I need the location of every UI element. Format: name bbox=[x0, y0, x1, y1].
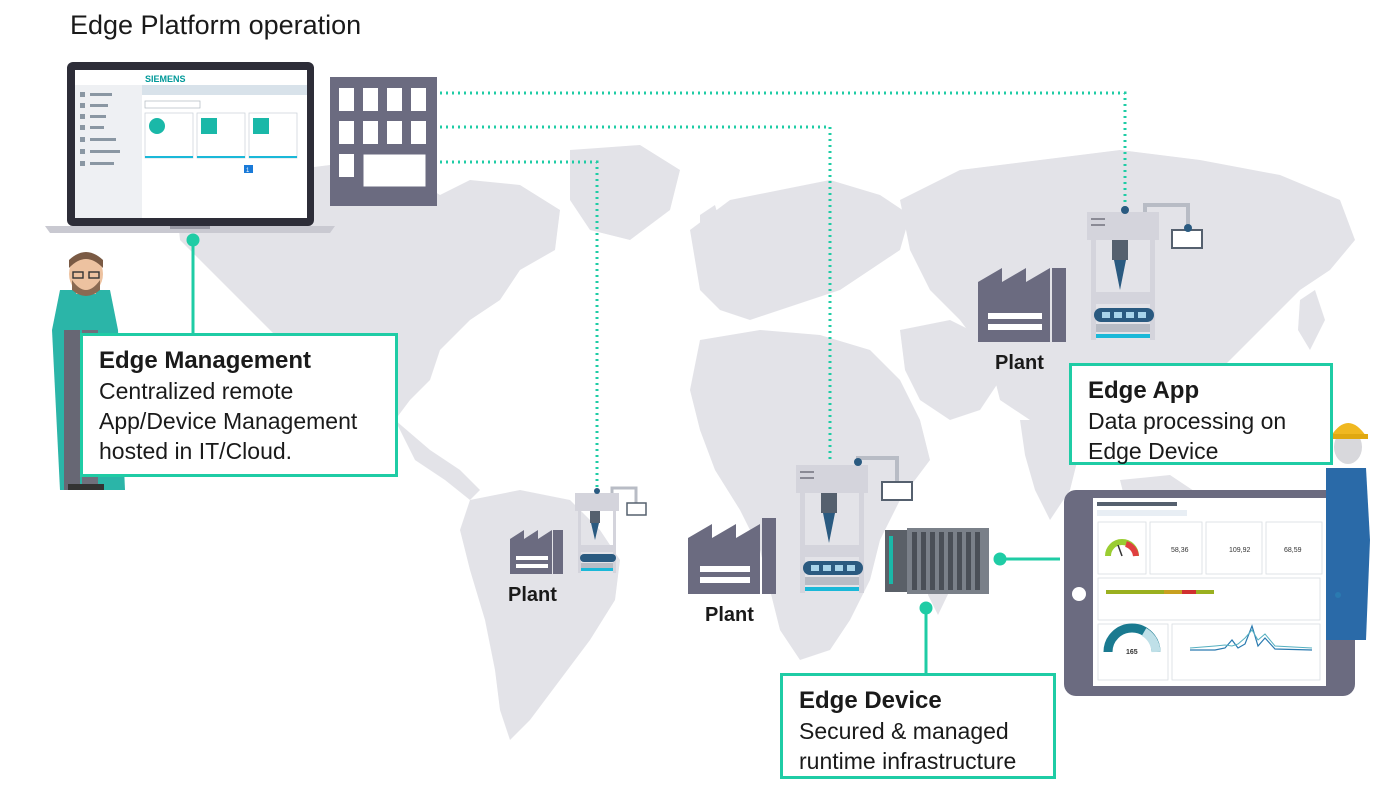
s7-connector-icon bbox=[253, 118, 269, 134]
cloud-connector-icon bbox=[201, 118, 217, 134]
edge-management-line: hosted in IT/Cloud. bbox=[99, 438, 293, 464]
solid-connectors bbox=[186, 233, 1060, 673]
connection-lines bbox=[440, 91, 1127, 490]
edge-app-title: Edge App bbox=[1088, 377, 1200, 404]
edge-management-callout: Edge Management Centralized remote App/D… bbox=[80, 333, 398, 477]
kpi-value-2: 109,92 bbox=[1229, 547, 1251, 554]
production-machine-icon bbox=[1087, 203, 1203, 340]
plant-factory-icon bbox=[978, 268, 1066, 342]
line-to-plant-africa bbox=[440, 125, 832, 462]
edge-device-callout: Edge Device Secured & managed runtime in… bbox=[780, 673, 1056, 779]
edge-management-title: Edge Management bbox=[99, 347, 312, 374]
page-title: Edge Platform operation bbox=[70, 10, 362, 40]
operator-worker-person-icon bbox=[1326, 423, 1370, 640]
kpi-value-3: 68,59 bbox=[1284, 547, 1302, 554]
line-to-plant-americas bbox=[440, 160, 599, 490]
edge-app-line: Data processing on bbox=[1088, 408, 1287, 434]
plant-factory-icon bbox=[688, 518, 776, 594]
plant-factory-icon bbox=[510, 530, 563, 574]
laptop-brand: SIEMENS bbox=[145, 74, 186, 84]
laptop-edge-management-ui: SIEMENS 1 bbox=[45, 62, 335, 233]
production-machine-icon bbox=[796, 456, 913, 593]
edge-device-line: runtime infrastructure bbox=[799, 748, 1017, 774]
edge-app-callout: Edge App Data processing on Edge Device bbox=[1069, 363, 1333, 465]
edge-app-line: Edge Device bbox=[1088, 438, 1219, 464]
edge-management-line: Centralized remote bbox=[99, 378, 294, 404]
plant-label-asia: Plant bbox=[995, 352, 1044, 374]
ie-solutions-icon bbox=[149, 118, 165, 134]
cloud-building-icon bbox=[330, 77, 437, 206]
edge-device-line: Secured & managed bbox=[799, 718, 1009, 744]
kpi-value-1: 58,36 bbox=[1171, 547, 1189, 554]
laptop-page-number: 1 bbox=[246, 168, 250, 174]
edge-device-hardware-icon bbox=[885, 528, 989, 594]
line-to-plant-asia bbox=[440, 91, 1127, 215]
production-machine-icon bbox=[575, 486, 647, 573]
edge-device-title: Edge Device bbox=[799, 687, 942, 714]
plant-label-africa: Plant bbox=[705, 604, 754, 626]
gauge-value: 165 bbox=[1126, 649, 1138, 656]
plant-label-americas: Plant bbox=[508, 584, 557, 606]
tablet-edge-app-dashboard: 58,36 109,92 68,59 165 bbox=[1064, 490, 1355, 696]
edge-management-line: App/Device Management bbox=[99, 408, 358, 434]
